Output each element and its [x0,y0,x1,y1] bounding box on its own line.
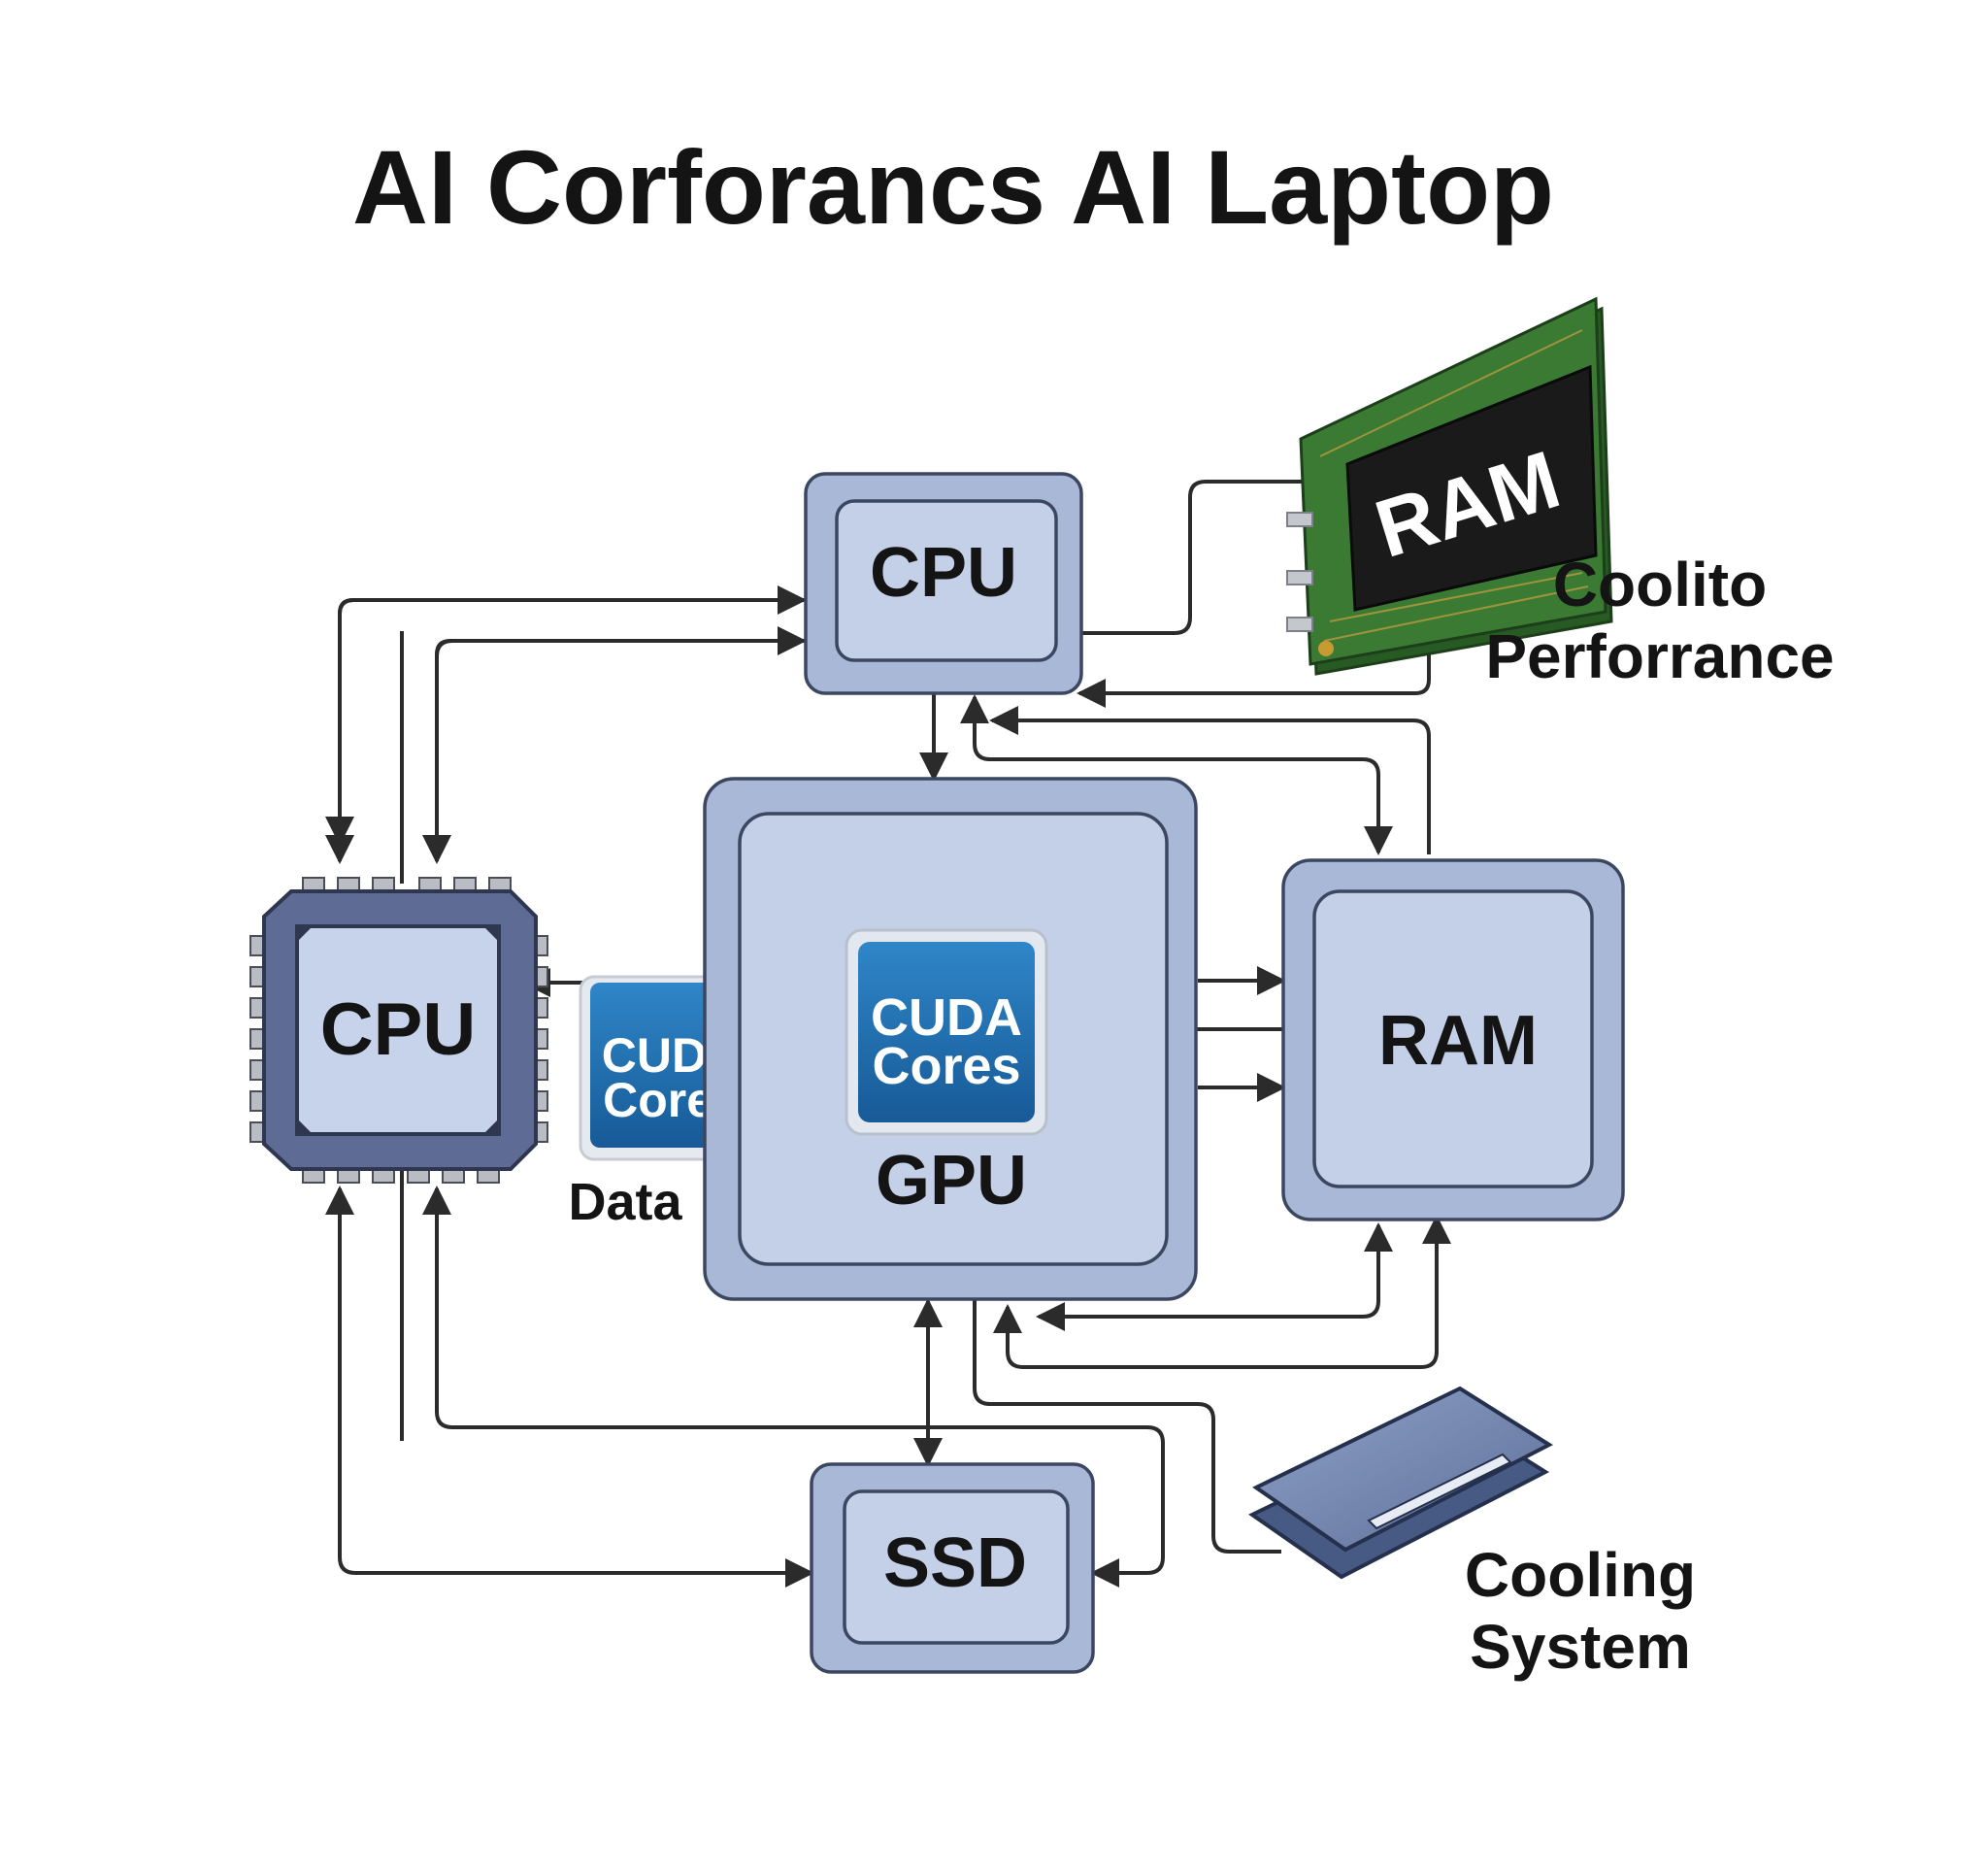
pcb-traces [1319,329,1589,642]
wire-gpu-to-cooling [973,1299,1281,1554]
cpu-chip: CPU [249,877,548,1184]
arrow-cpu-to-ram-loop [973,699,1393,855]
arrow-ram-to-cpu-loop [989,706,1431,854]
gpu-box: CUDA Cores GPU [703,777,1198,1301]
cpu-top-box: CPU [804,472,1083,695]
ram-label: RAM [1378,1002,1538,1080]
gpu-cuda-line2: Cores [872,1037,1020,1095]
cooling-system [1248,1386,1554,1580]
cooling-caption-2: System [1470,1612,1691,1682]
ram-module-pins [1286,512,1313,632]
wire-cpu-to-ram-module [1077,480,1310,635]
ram-module: RAM [1286,296,1613,676]
gpu-cuda-line1: CUDA [871,988,1022,1047]
data-label: Data [568,1173,682,1231]
arrow-top-left-down [325,598,806,864]
arrow-ram-to-gpu-bottom-2 [993,1218,1439,1369]
cpu-chip-label: CPU [320,988,476,1071]
arrow-ram-to-gpu-bottom-1 [1036,1225,1380,1331]
arrow-gpu-loop-to-ssd [435,1190,1165,1588]
arrow-ram-module-to-cpu [1077,592,1431,708]
ram-module-caption-2: Perforrance [1485,621,1834,691]
arrow-chip-to-ssd [338,1190,814,1588]
ssd-label: SSD [883,1524,1027,1602]
ram-module-notch [1318,641,1334,656]
cpu-top-label: CPU [870,534,1017,612]
gpu-label: GPU [876,1142,1027,1220]
diagram-title: AI Corforancs AI Laptop [352,128,1554,246]
ssd-box: SSD [810,1462,1095,1674]
ram-module-caption-1: Coolito [1553,550,1767,619]
ram-box: RAM [1281,858,1625,1221]
arrow-left-up-to-cpu [435,626,807,680]
cooling-caption-1: Cooling [1465,1540,1696,1610]
